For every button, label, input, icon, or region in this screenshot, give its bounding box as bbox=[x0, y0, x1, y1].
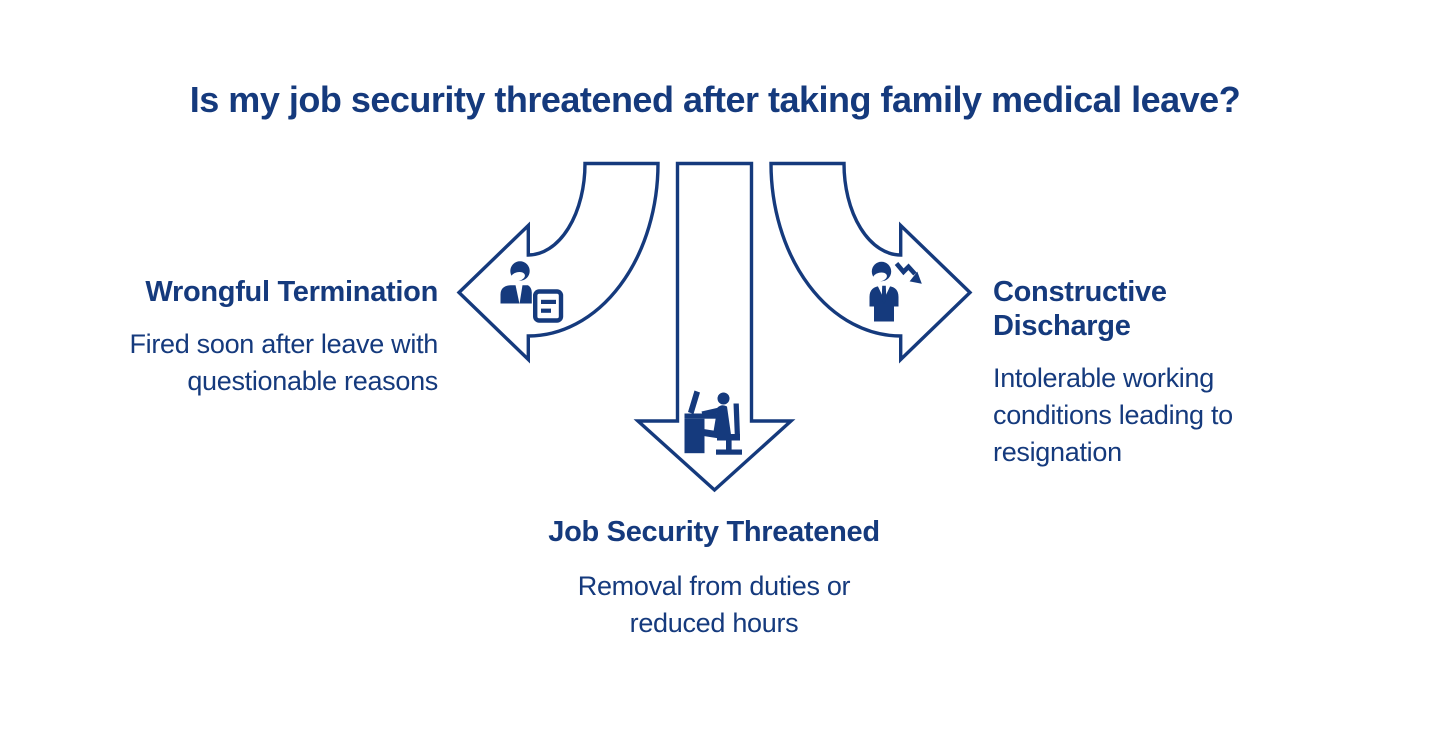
right-curved-arrow bbox=[769, 161, 973, 364]
branch-job-security-threatened: Job Security Threatened Removal from dut… bbox=[534, 515, 894, 642]
branch-heading: Constructive Discharge bbox=[993, 276, 1167, 342]
person-at-desk-icon bbox=[684, 390, 742, 455]
branch-wrongful-termination: Wrongful Termination Fired soon after le… bbox=[38, 275, 438, 400]
person-with-document-icon bbox=[500, 261, 564, 323]
branch-constructive-discharge: Constructive Discharge Intolerable worki… bbox=[993, 275, 1303, 471]
branch-heading: Wrongful Termination bbox=[145, 276, 438, 308]
person-decline-arrow-icon bbox=[869, 261, 922, 322]
down-arrow bbox=[633, 161, 796, 493]
branch-description: Intolerable working conditions leading t… bbox=[993, 363, 1233, 467]
branch-description: Removal from duties or reduced hours bbox=[577, 571, 851, 638]
branch-description: Fired soon after leave with questionable… bbox=[129, 329, 438, 396]
page-title: Is my job security threatened after taki… bbox=[189, 79, 1241, 120]
branch-heading: Job Security Threatened bbox=[548, 516, 880, 548]
left-curved-arrow bbox=[456, 161, 660, 364]
